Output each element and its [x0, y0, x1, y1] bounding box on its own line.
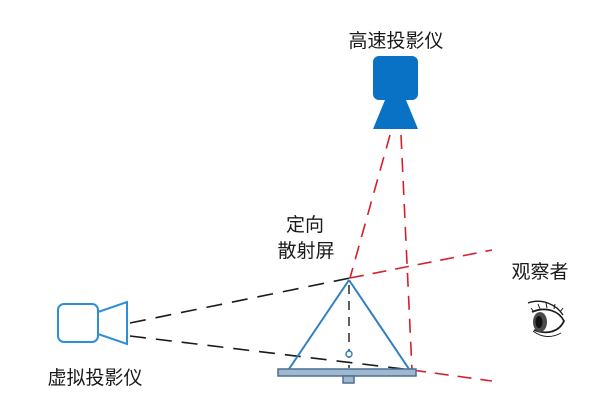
virtual-ray-bottom	[129, 335, 413, 371]
virtual-projector-icon	[57, 300, 128, 346]
red-ray-to-observer-top	[349, 249, 493, 279]
projector-icon	[373, 56, 418, 129]
red-ray-left	[349, 134, 391, 279]
screen-right-edge	[348, 279, 410, 370]
screen-left-edge	[288, 279, 350, 370]
virtual-projector-label: 虚拟投影仪	[47, 367, 142, 389]
eye-brow	[527, 300, 564, 316]
directional-screen-label-line2: 散射屏	[277, 240, 334, 262]
directional-scattering-screen	[277, 279, 417, 384]
eye-icon	[527, 300, 565, 337]
observer-label: 观察者	[511, 261, 568, 283]
screen-stand	[342, 375, 355, 384]
virtual-ray-top	[129, 277, 351, 324]
eye-lower-lid	[532, 330, 562, 337]
red-ray-right	[400, 134, 413, 371]
projector-lens	[373, 100, 418, 129]
high-speed-projector-label: 高速投影仪	[348, 30, 443, 52]
rotation-center	[345, 350, 353, 358]
eye-lashes	[530, 302, 564, 313]
directional-screen-label-line1: 定向	[286, 214, 324, 236]
eye-pupil	[535, 316, 543, 328]
red-ray-to-observer-bottom	[411, 369, 493, 382]
projector-body	[373, 56, 418, 100]
virtual-projector-lens	[97, 300, 128, 346]
virtual-projection-rays	[129, 277, 413, 371]
virtual-projector-body	[57, 303, 99, 343]
screen-base	[277, 368, 417, 377]
red-projection-rays	[349, 134, 493, 382]
